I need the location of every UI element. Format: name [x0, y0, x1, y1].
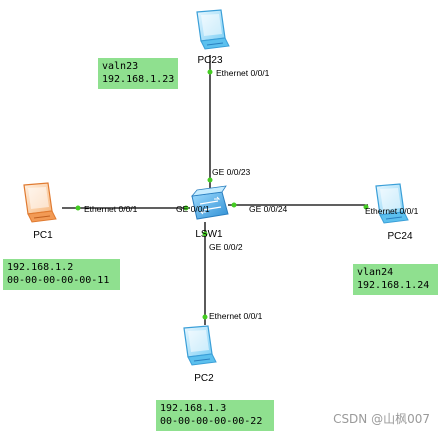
pc23-port-label: Ethernet 0/0/1 — [216, 68, 270, 78]
pc1-note-mac: 00-00-00-00-00-11 — [7, 275, 110, 286]
switch-icon — [191, 185, 229, 220]
port-dot — [207, 69, 213, 75]
sw-ge1-port-label: GE 0/0/1 — [176, 204, 210, 214]
pc-icon — [23, 182, 57, 223]
pc24-note-ip: 192.168.1.24 — [357, 280, 430, 291]
pc2-note-mac: 00-00-00-00-00-22 — [160, 416, 263, 427]
pc1-label: PC1 — [33, 230, 53, 241]
port-dot — [363, 204, 369, 210]
pc24-note: vlan24 192.168.1.24 — [353, 264, 438, 295]
pc-icon — [375, 183, 409, 224]
pc2-label: PC2 — [194, 373, 214, 384]
pc1-device[interactable] — [23, 182, 57, 223]
sw-ge23-port-label: GE 0/0/23 — [212, 167, 251, 177]
pc1-port-label: Ethernet 0/0/1 — [84, 204, 138, 214]
port-dot — [207, 177, 213, 183]
pc2-note: 192.168.1.3 00-00-00-00-00-22 — [156, 400, 274, 431]
pc23-note: valn23 192.168.1.23 — [98, 58, 178, 89]
port-dot — [231, 202, 237, 208]
pc24-note-vlan: vlan24 — [357, 267, 394, 278]
pc23-device[interactable] — [196, 9, 230, 50]
pc2-note-ip: 192.168.1.3 — [160, 403, 227, 414]
port-dot — [202, 314, 208, 320]
port-dot — [75, 205, 81, 211]
pc2-device[interactable] — [183, 325, 217, 366]
pc23-note-ip: 192.168.1.23 — [102, 74, 175, 85]
lsw1-label: LSW1 — [195, 229, 223, 240]
pc1-note: 192.168.1.2 00-00-00-00-00-11 — [3, 259, 120, 290]
port-dot — [202, 231, 208, 237]
sw-ge2-port-label: GE 0/0/2 — [209, 242, 243, 252]
pc24-device[interactable] — [375, 183, 409, 224]
watermark: CSDN @山枫007 — [333, 412, 430, 426]
lsw1-device[interactable] — [191, 185, 229, 220]
pc23-label: PC23 — [197, 55, 222, 66]
pc1-note-ip: 192.168.1.2 — [7, 262, 74, 273]
pc2-port-label: Ethernet 0/0/1 — [209, 311, 263, 321]
pc23-note-vlan: valn23 — [102, 61, 139, 72]
pc24-label: PC24 — [387, 231, 412, 242]
pc-icon — [196, 9, 230, 50]
port-dot — [183, 205, 189, 211]
pc-icon — [183, 325, 217, 366]
pc24-port-label: Ethernet 0/0/1 — [365, 206, 419, 216]
sw-ge24-port-label: GE 0/0/24 — [249, 204, 288, 214]
